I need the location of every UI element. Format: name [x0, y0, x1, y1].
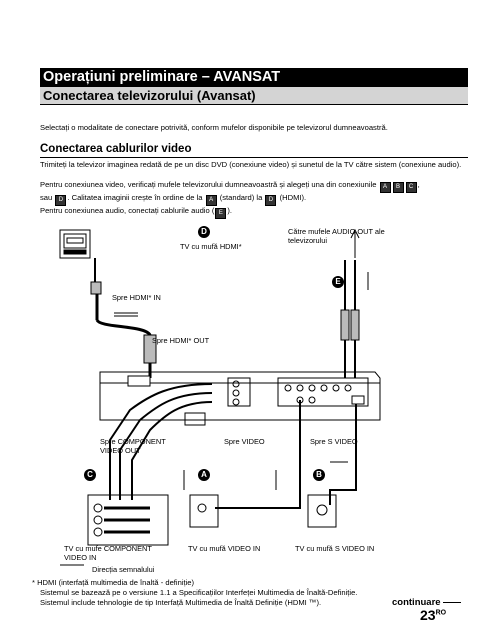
audio-video-jack-panel — [277, 377, 369, 407]
label-tv-hdmi: TV cu mufă HDMI* — [180, 242, 242, 251]
tv-svideo-jack — [307, 494, 337, 528]
continue-text: continuare — [392, 597, 441, 608]
label-tv-svideo: TV cu mufă S VIDEO IN — [295, 544, 375, 553]
page-subtitle: Conectarea televizorului (Avansat) — [40, 87, 468, 105]
badge-a-icon: A — [379, 182, 391, 193]
paragraph-2b-pre: sau — [40, 193, 53, 202]
label-signal-direction: Direcția semnalului — [92, 565, 155, 574]
hdmi-plug-top — [90, 281, 102, 295]
tv-component-jacks — [87, 494, 169, 546]
paragraph-2-text: Pentru conexiunea video, verificați mufe… — [40, 180, 377, 189]
receiver-unit — [99, 371, 381, 421]
footnote: * HDMI (interfață multimedia de înaltă -… — [32, 578, 357, 608]
page-suffix: RO — [435, 609, 447, 617]
label-component-out: Spre COMPONENT VIDEO OUT — [100, 437, 166, 455]
label-tv-video: TV cu mufă VIDEO IN — [188, 544, 261, 553]
label-hdmi-out: Spre HDMI* OUT — [152, 336, 210, 345]
badge-a-icon: A — [198, 469, 210, 481]
paragraph-2b-mid: . Calitatea imaginii crește în ordine de… — [67, 193, 203, 202]
badge-d-icon: D — [55, 195, 67, 206]
paragraph-3: Pentru conexiunea audio, conectați cablu… — [40, 206, 232, 219]
paragraph-2b-end: (HDMI). — [279, 193, 307, 202]
badge-b-icon: B — [313, 469, 325, 481]
paragraph-3-text: Pentru conexiunea audio, conectați cablu… — [40, 206, 215, 215]
paragraph-2: Pentru conexiunea video, verificați mufe… — [40, 180, 480, 193]
component-jack-block — [227, 377, 251, 407]
label-tv-component: TV cu mufe COMPONENT VIDEO IN — [64, 544, 152, 562]
tv-hdmi-port-box — [59, 229, 91, 259]
continue-rule — [443, 601, 462, 603]
section-title: Operațiuni preliminare – AVANSAT — [40, 68, 468, 87]
label-video: Spre VIDEO — [224, 437, 265, 446]
badge-b-icon: B — [392, 182, 404, 193]
footnote-line-1: * HDMI (interfață multimedia de înaltă -… — [32, 578, 195, 587]
intro-text: Selectați o modalitate de conectare potr… — [40, 123, 388, 132]
badge-e-icon: E — [332, 276, 344, 288]
label-audio-out: Către mufele AUDIO OUT ale televizorului — [288, 227, 385, 245]
footnote-line-2: Sistemul se bazează pe o versiune 1.1 a … — [40, 588, 358, 597]
page-number-value: 23 — [420, 607, 436, 623]
tv-video-jack — [189, 494, 219, 528]
label-svideo: Spre S VIDEO — [310, 437, 358, 446]
paragraph-2b-std: (standard) la — [219, 193, 263, 202]
continue-label: continuare — [392, 597, 462, 608]
paragraph-3-end: ). — [227, 206, 232, 215]
section-heading: Conectarea cablurilor video — [40, 143, 192, 155]
page-number: 23RO — [420, 607, 446, 623]
badge-a-icon: A — [205, 195, 217, 206]
badge-c-icon: C — [84, 469, 96, 481]
paragraph-2b: sau D. Calitatea imaginii crește în ordi… — [40, 193, 306, 206]
badge-c-icon: C — [405, 182, 417, 193]
paragraph-1: Trimiteți la televizor imaginea redată d… — [40, 160, 462, 169]
section-rule — [40, 157, 468, 158]
badge-d-icon: D — [198, 226, 210, 238]
label-hdmi-in: Spre HDMI* IN — [112, 293, 161, 302]
badge-d-icon: D — [265, 195, 277, 206]
serial-port — [184, 412, 206, 426]
footnote-line-3: Sistemul include tehnologie de tip Inter… — [40, 598, 322, 607]
badge-e-icon: E — [215, 208, 227, 219]
